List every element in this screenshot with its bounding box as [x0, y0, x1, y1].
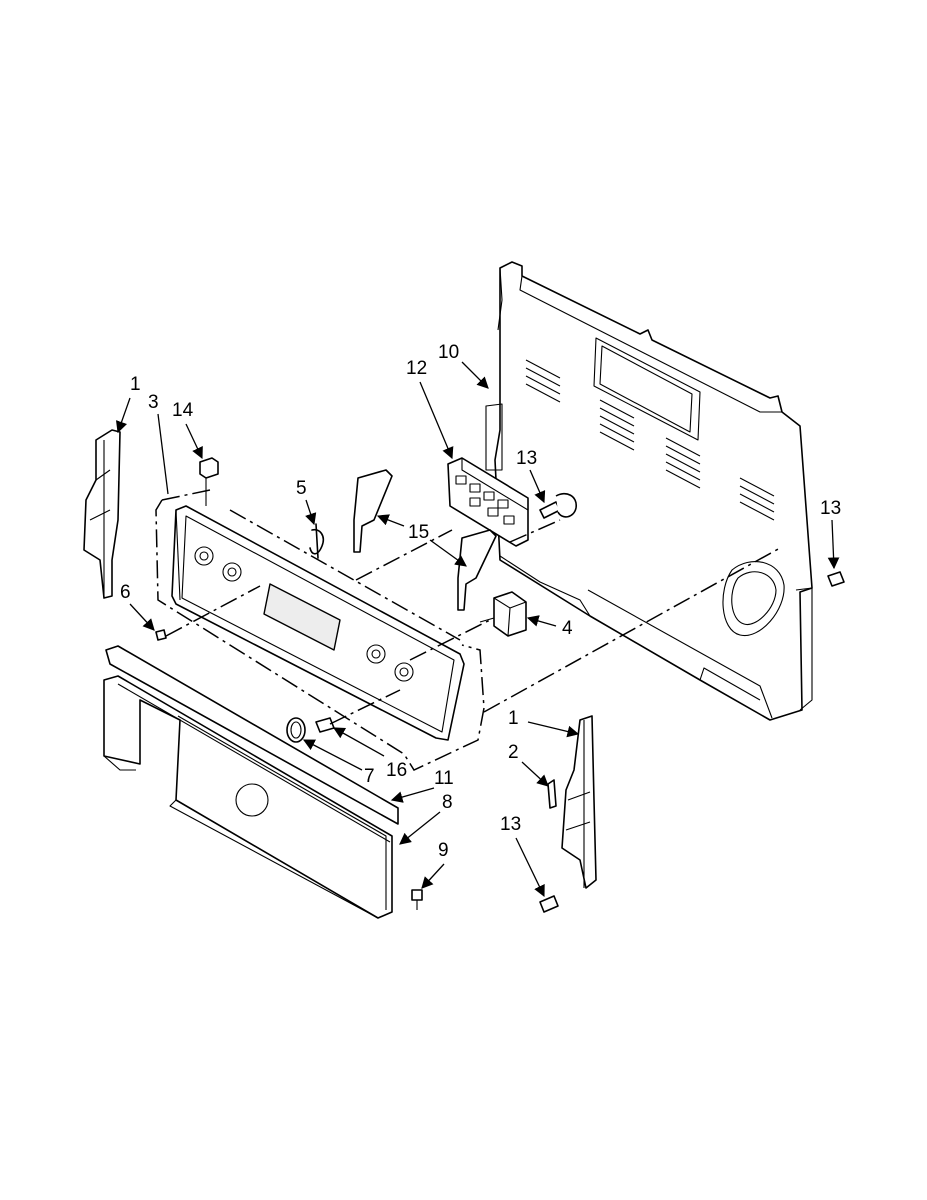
- callout-4: 4: [562, 618, 573, 639]
- screw-13-b: [827, 571, 845, 587]
- callout-1-left: 1: [130, 374, 141, 395]
- callout-16: 16: [386, 760, 407, 781]
- callout-labels: 1 3 14 5 6 12 10 13 15 13 4 1 2 16 7 11 …: [120, 342, 841, 861]
- callout-6: 6: [120, 582, 131, 603]
- console-explode-outline: [155, 499, 485, 771]
- wire-harness: [309, 523, 325, 559]
- callout-13-right: 13: [820, 498, 841, 519]
- ribbon-cables: [353, 469, 497, 611]
- callout-5: 5: [296, 478, 307, 499]
- callout-12: 12: [406, 358, 427, 379]
- infinite-switch: [479, 591, 527, 637]
- callout-8: 8: [442, 792, 453, 813]
- side-bracket-left: [83, 429, 121, 599]
- screw-13-a: [539, 492, 577, 519]
- screw-9: [411, 889, 423, 910]
- console-explode-outline-top: [161, 489, 461, 641]
- console-panel: [171, 505, 465, 741]
- callout-13-bottom: 13: [500, 814, 521, 835]
- callout-2: 2: [508, 742, 519, 763]
- callout-3: 3: [148, 392, 159, 413]
- callout-9: 9: [438, 840, 449, 861]
- callout-13-top: 13: [516, 448, 537, 469]
- spring-clip: [547, 779, 557, 809]
- control-knob: [286, 717, 306, 743]
- leader-lines: [115, 361, 840, 898]
- switch: [199, 457, 219, 506]
- callout-14: 14: [172, 400, 194, 421]
- knob-clip: [315, 717, 335, 733]
- callout-1-right: 1: [508, 708, 519, 729]
- callout-10: 10: [438, 342, 459, 363]
- alignment-lines: [165, 519, 781, 725]
- back-panel: [485, 261, 813, 721]
- screw-13-c: [539, 895, 559, 913]
- callout-7: 7: [364, 766, 375, 787]
- callout-15: 15: [408, 522, 429, 543]
- side-bracket-right: [561, 715, 597, 889]
- callout-11: 11: [434, 768, 454, 789]
- control-board: [447, 457, 529, 547]
- screw-6: [155, 629, 167, 641]
- front-trim-panel: [103, 645, 399, 919]
